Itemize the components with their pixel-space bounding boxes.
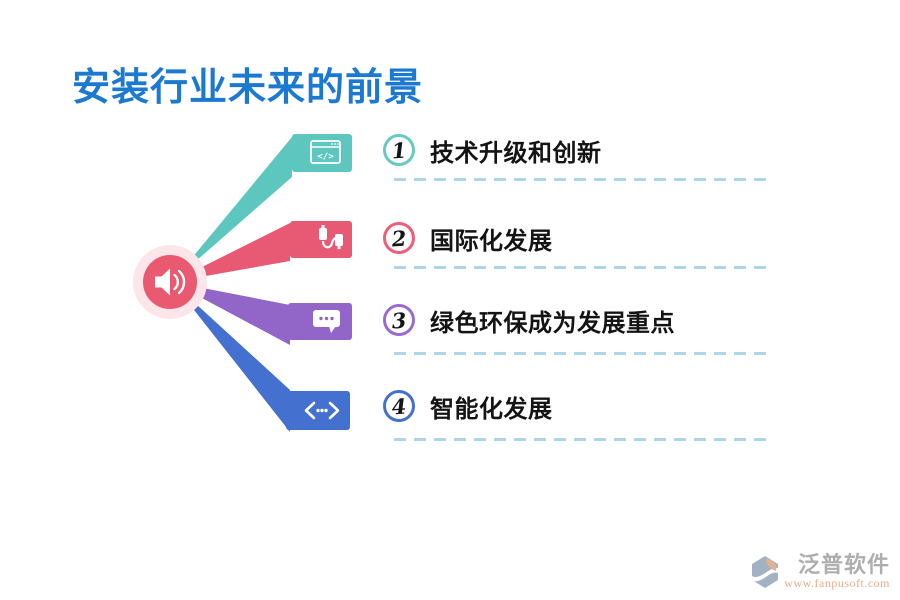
item-number-badge: 3	[381, 302, 417, 338]
svg-text:</>: </>	[317, 152, 334, 162]
code-window-icon: </>	[310, 140, 341, 164]
divider-dashed-line	[394, 352, 766, 355]
list-item: 2 国际化发展	[381, 220, 553, 256]
page-title: 安装行业未来的前景	[72, 64, 424, 109]
item-label: 智能化发展	[430, 393, 553, 423]
speaker-icon	[155, 268, 186, 296]
divider-dashed-line	[394, 178, 766, 181]
item-number-badge: 2	[381, 220, 417, 256]
item-label: 绿色环保成为发展重点	[430, 307, 675, 337]
brand-url: www.fanpusoft.com	[784, 576, 890, 591]
brand-watermark: 泛普软件 www.fanpusoft.com	[749, 552, 890, 591]
item-number-badge: 4	[381, 388, 417, 424]
fanpu-logo-icon	[752, 556, 779, 588]
list-item: 3 绿色环保成为发展重点	[381, 302, 675, 338]
divider-dashed-line	[394, 266, 766, 269]
item-label: 技术升级和创新	[430, 137, 602, 167]
branch-1-ribbon	[172, 137, 292, 282]
chat-dots-icon	[313, 310, 340, 333]
speaker-hub	[133, 245, 207, 319]
list-item: 1 技术升级和创新	[381, 132, 602, 168]
brand-name: 泛普软件	[797, 552, 890, 578]
item-number-badge: 1	[381, 132, 417, 168]
usb-cable-icon	[319, 225, 343, 250]
angle-dots-icon	[304, 401, 340, 420]
item-label: 国际化发展	[430, 225, 553, 255]
list-item: 4 智能化发展	[381, 388, 553, 424]
branch-4-ribbon	[172, 282, 290, 432]
watermark-text: 泛普软件 www.fanpusoft.com	[784, 552, 890, 591]
divider-dashed-line	[394, 438, 766, 441]
